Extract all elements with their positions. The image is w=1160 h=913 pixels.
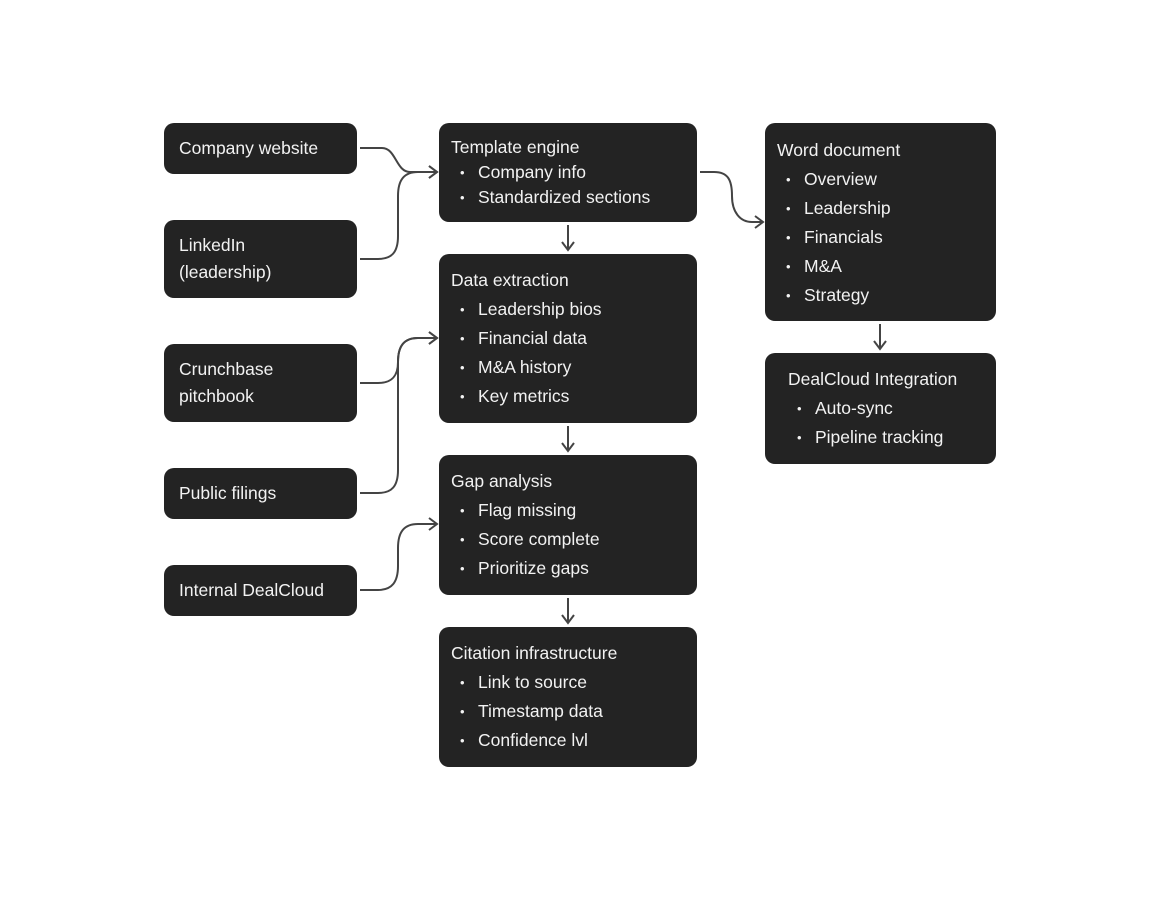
node-item: Link to source [451, 668, 685, 697]
node-item: Financials [777, 223, 984, 252]
edge-internal-dealcloud-to-gap-analysis [360, 517, 439, 591]
node-label-line: Crunchbase [179, 359, 274, 379]
node-items: Auto-sync Pipeline tracking [788, 394, 984, 452]
node-item: Strategy [777, 281, 984, 310]
node-word-document[interactable]: Word document Overview Leadership Financ… [765, 123, 996, 321]
node-items: Overview Leadership Financials M&A Strat… [777, 165, 984, 310]
node-crunchbase[interactable]: Crunchbase pitchbook [164, 344, 357, 422]
node-citation-infrastructure[interactable]: Citation infrastructure Link to source T… [439, 627, 697, 767]
node-item: M&A [777, 252, 984, 281]
node-items: Leadership bios Financial data M&A histo… [451, 295, 685, 411]
node-item: Confidence lvl [451, 726, 685, 755]
node-item: Auto-sync [788, 394, 984, 423]
node-label: Public filings [179, 483, 277, 503]
edge-template-engine-to-word-document [700, 171, 765, 229]
edge-public-filings-to-data-extraction [360, 331, 439, 494]
node-items: Link to source Timestamp data Confidence… [451, 668, 685, 755]
node-title: DealCloud Integration [788, 369, 958, 389]
node-title: Data extraction [451, 270, 569, 290]
node-item: Leadership [777, 194, 984, 223]
node-item: Standardized sections [451, 185, 685, 210]
node-item: Key metrics [451, 382, 685, 411]
node-items: Flag missing Score complete Prioritize g… [451, 496, 685, 583]
node-title: Citation infrastructure [451, 643, 618, 663]
node-label: Internal DealCloud [179, 580, 324, 600]
node-label-line: LinkedIn [179, 235, 246, 255]
node-item: Pipeline tracking [788, 423, 984, 452]
node-label: Company website [179, 138, 319, 158]
node-gap-analysis[interactable]: Gap analysis Flag missing Score complete… [439, 455, 697, 595]
node-item: Flag missing [451, 496, 685, 525]
node-item: Company info [451, 160, 685, 185]
node-public-filings[interactable]: Public filings [164, 468, 357, 519]
node-company-website[interactable]: Company website [164, 123, 357, 174]
node-linkedin[interactable]: LinkedIn (leadership) [164, 220, 357, 298]
node-item: Score complete [451, 525, 685, 554]
node-title: Word document [777, 140, 901, 160]
node-title: Gap analysis [451, 471, 553, 491]
node-title: Template engine [451, 137, 580, 157]
node-label-line: pitchbook [179, 386, 254, 406]
edge-linkedin-to-template-engine [360, 165, 439, 260]
node-label-line: (leadership) [179, 262, 272, 282]
node-dealcloud-integration[interactable]: DealCloud Integration Auto-sync Pipeline… [765, 353, 996, 464]
node-template-engine[interactable]: Template engine Company info Standardize… [439, 123, 697, 222]
node-item: M&A history [451, 353, 685, 382]
node-item: Leadership bios [451, 295, 685, 324]
node-items: Company info Standardized sections [451, 160, 685, 210]
node-item: Prioritize gaps [451, 554, 685, 583]
node-item: Financial data [451, 324, 685, 353]
node-data-extraction[interactable]: Data extraction Leadership bios Financia… [439, 254, 697, 423]
node-internal-dealcloud[interactable]: Internal DealCloud [164, 565, 357, 616]
node-item: Timestamp data [451, 697, 685, 726]
node-item: Overview [777, 165, 984, 194]
edge-company-website-to-template-engine [360, 147, 439, 179]
